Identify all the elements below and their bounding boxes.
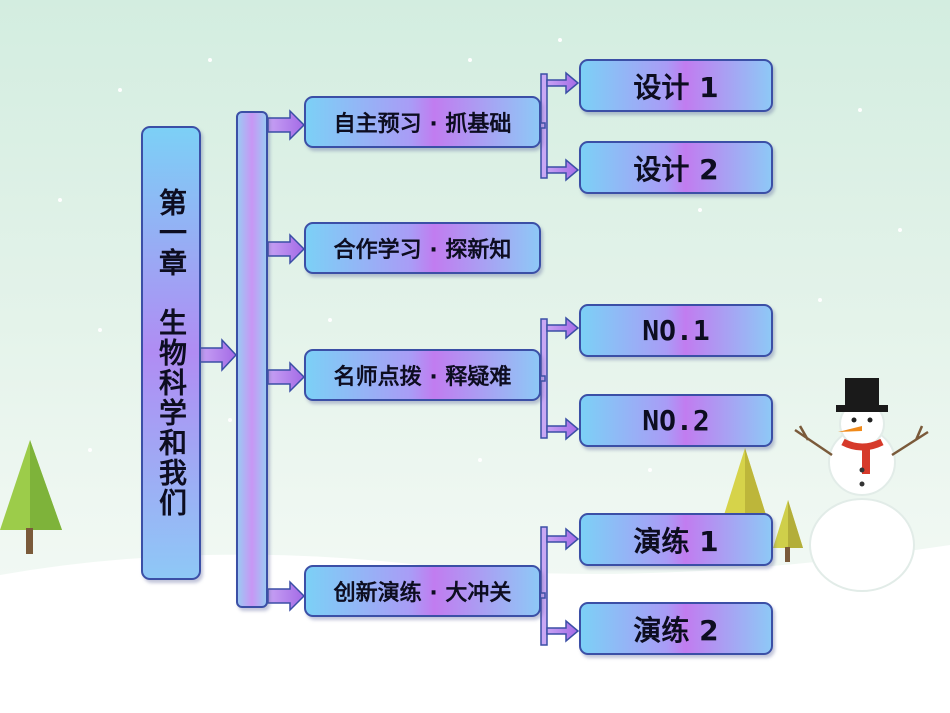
chapter-title-box: 第一章 生物科学和我们 xyxy=(141,126,201,580)
section-label: 自主预习 · 抓基础 xyxy=(333,112,512,137)
hub-bar xyxy=(236,111,268,608)
leaf-box-practice-2[interactable]: 演练 2 xyxy=(579,602,773,655)
section-label: 合作学习 · 探新知 xyxy=(333,238,512,263)
leaf-label: NO.2 xyxy=(642,404,710,437)
leaf-label: 设计 2 xyxy=(633,152,719,186)
leaf-box-no-2[interactable]: NO.2 xyxy=(579,394,773,447)
section-box-cooperative[interactable]: 合作学习 · 探新知 xyxy=(304,222,541,274)
leaf-box-design-2[interactable]: 设计 2 xyxy=(579,141,773,194)
arrow-icon xyxy=(546,527,580,551)
leaf-box-practice-1[interactable]: 演练 1 xyxy=(579,513,773,566)
arrow-icon xyxy=(267,233,306,265)
arrow-icon xyxy=(546,619,580,643)
arrow-icon xyxy=(546,316,580,340)
arrow-icon xyxy=(267,109,306,141)
leaf-label: NO.1 xyxy=(642,314,710,347)
section-box-practice[interactable]: 创新演练 · 大冲关 xyxy=(304,565,541,617)
tree-icon xyxy=(0,440,62,554)
section-box-preview[interactable]: 自主预习 · 抓基础 xyxy=(304,96,541,148)
arrow-icon xyxy=(546,158,580,182)
arrow-icon xyxy=(546,71,580,95)
section-label: 名师点拨 · 释疑难 xyxy=(333,365,512,390)
leaf-label: 演练 2 xyxy=(633,613,719,647)
arrow-icon xyxy=(267,580,306,612)
leaf-box-no-1[interactable]: NO.1 xyxy=(579,304,773,357)
snowflakes xyxy=(58,38,902,472)
bracket-line xyxy=(540,526,548,646)
arrow-icon xyxy=(199,338,238,372)
snowman-icon xyxy=(794,378,929,592)
section-label: 创新演练 · 大冲关 xyxy=(333,581,512,606)
leaf-box-design-1[interactable]: 设计 1 xyxy=(579,59,773,112)
arrow-icon xyxy=(267,361,306,393)
leaf-label: 演练 1 xyxy=(633,524,719,558)
leaf-label: 设计 1 xyxy=(633,70,719,104)
tree-icon xyxy=(773,500,803,562)
arrow-icon xyxy=(546,417,580,441)
chapter-title: 第一章 生物科学和我们 xyxy=(155,188,188,518)
section-box-guidance[interactable]: 名师点拨 · 释疑难 xyxy=(304,349,541,401)
